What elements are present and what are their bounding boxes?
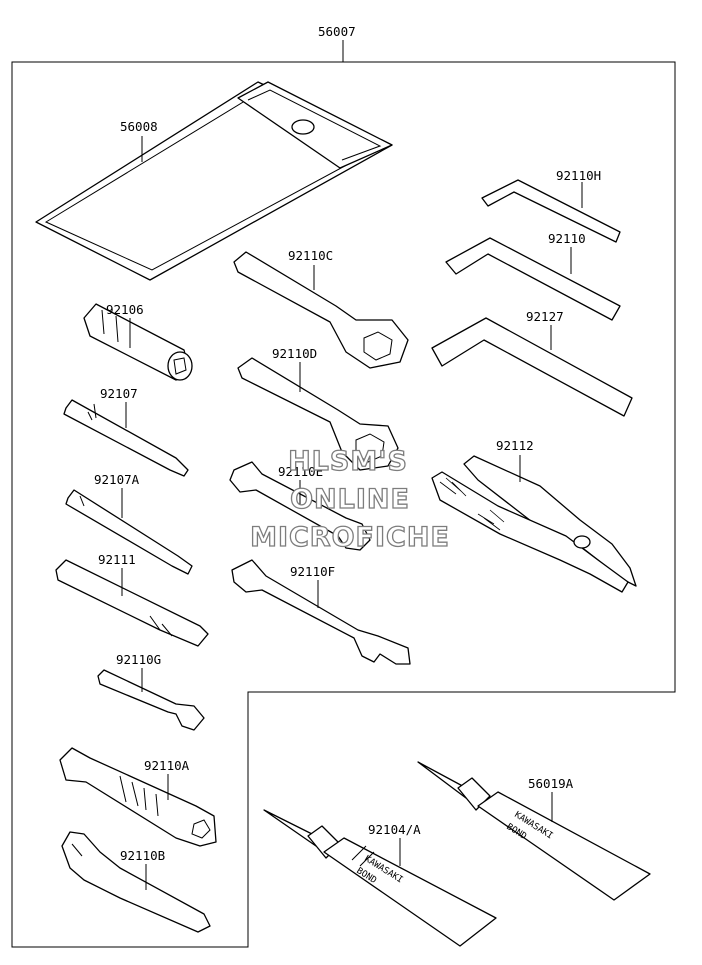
part-label-92107: 92107: [100, 386, 138, 401]
hex-key-medium: [445, 237, 621, 321]
part-label-56008: 56008: [120, 119, 158, 134]
part-label-92110E: 92110E: [278, 464, 323, 479]
part-label-92110A: 92110A: [144, 758, 190, 773]
part-label-92110F: 92110F: [290, 564, 335, 579]
socket-adapter: [83, 303, 193, 381]
watermark-line-3: MICROFICHE: [250, 522, 450, 553]
watermark-line-1: HLSM'S: [288, 446, 408, 477]
part-label-56007: 56007: [318, 24, 356, 39]
hex-key-small: [481, 179, 621, 243]
watermark-line-2: ONLINE: [290, 484, 410, 515]
part-label-92110H: 92110H: [556, 168, 601, 183]
screwdriver-bit-92107: [63, 399, 189, 477]
part-label-92111: 92111: [98, 552, 136, 567]
open-spanner-f: [231, 559, 411, 665]
part-label-92127: 92127: [526, 309, 564, 324]
watermark: HLSM'S ONLINE MICROFICHE: [249, 445, 450, 553]
part-label-92110B: 92110B: [120, 848, 165, 863]
part-label-92106: 92106: [106, 302, 144, 317]
ring-spanner-d: [237, 357, 399, 471]
tool-pouch: [35, 81, 393, 281]
hex-key-large: [431, 317, 633, 417]
pliers: [431, 455, 637, 593]
screwdriver-bit-92107A: [65, 489, 193, 575]
assembly-frame: [11, 61, 676, 948]
driver-handle: [55, 559, 209, 647]
hook-spanner: [61, 831, 211, 933]
part-label-92112: 92112: [496, 438, 534, 453]
spark-plug-wrench: [59, 747, 217, 847]
part-label-92107A: 92107A: [94, 472, 140, 487]
part-label-92110G: 92110G: [116, 652, 161, 667]
part-label-92110: 92110: [548, 231, 586, 246]
open-spanner-g: [97, 669, 205, 731]
part-label-92110D: 92110D: [272, 346, 317, 361]
part-label-92110C: 92110C: [288, 248, 333, 263]
ring-spanner-c: [233, 251, 409, 369]
part-label-56019A: 56019A: [528, 776, 574, 791]
part-label-92104A: 92104/A: [368, 822, 421, 837]
bond-tube-56019A: KAWASAKI BOND: [417, 761, 651, 901]
